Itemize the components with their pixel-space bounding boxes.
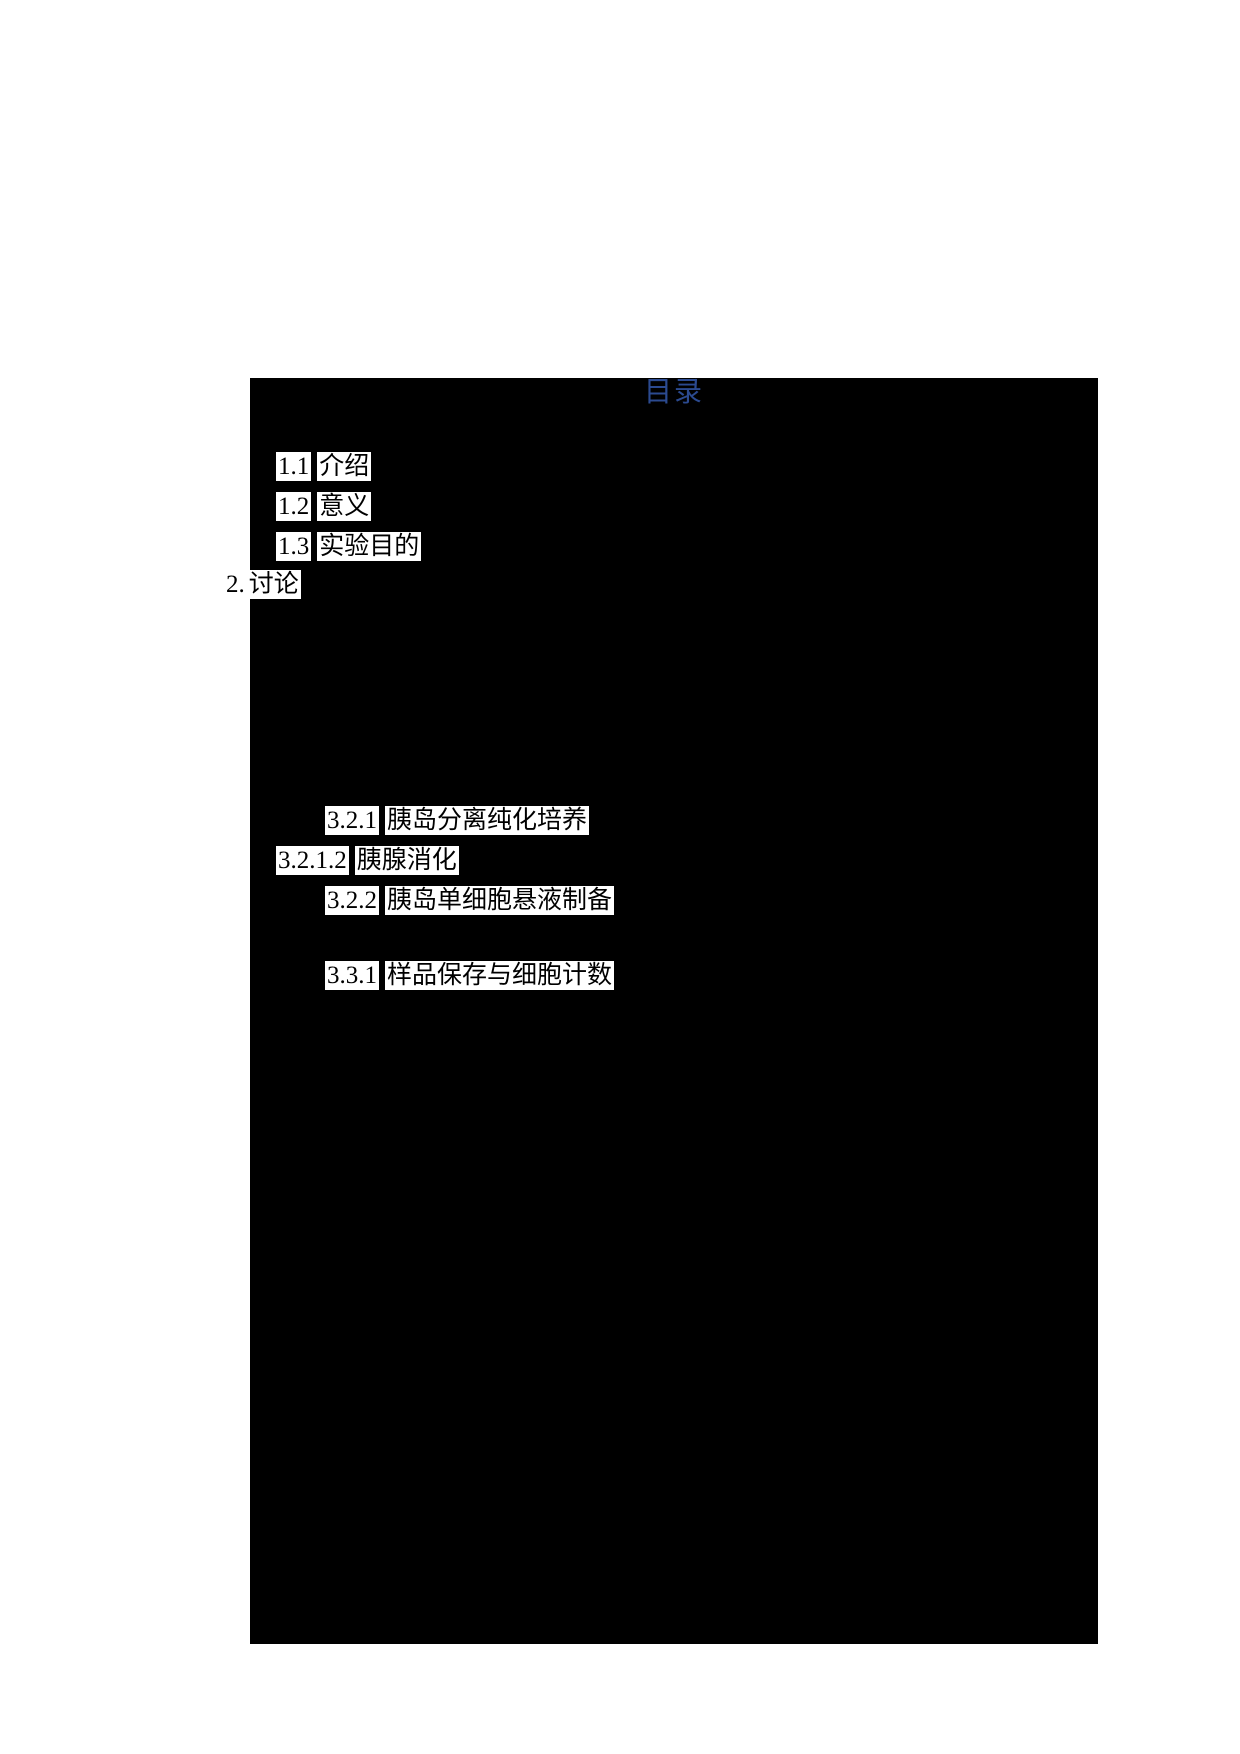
toc-entry-number: 1.2 [276,492,312,521]
toc-entry-3-2-1-2[interactable]: 3.2.1.2 胰腺消化 [276,846,459,875]
toc-entry-1-1[interactable]: 1.1 介绍 [276,452,372,481]
toc-entry-3-2-2[interactable]: 3.2.2 胰岛单细胞悬液制备 [325,886,615,915]
toc-entry-3-2-1[interactable]: 3.2.1 胰岛分离纯化培养 [325,806,590,835]
toc-entry-label: 胰岛分离纯化培养 [385,806,590,835]
toc-entry-number: 3.2.1 [325,806,379,835]
toc-entry-label: 胰岛单细胞悬液制备 [385,886,615,915]
toc-entry-number: 2. [224,570,247,599]
toc-entry-label: 意义 [317,492,372,521]
toc-entry-label: 胰腺消化 [354,846,459,875]
toc-entry-1-3[interactable]: 1.3 实验目的 [276,532,422,561]
toc-entry-label: 讨论 [246,570,301,599]
toc-entry-label: 样品保存与细胞计数 [385,961,615,990]
toc-entry-number: 1.3 [276,532,312,561]
toc-entry-label: 实验目的 [317,532,422,561]
toc-entry-2[interactable]: 2. 讨论 [224,570,301,599]
toc-title: 目录 [643,377,704,408]
toc-entry-number: 1.1 [276,452,312,481]
toc-entry-number: 3.3.1 [325,961,379,990]
toc-entry-label: 介绍 [317,452,372,481]
toc-entry-number: 3.2.1.2 [276,846,349,875]
toc-entry-3-3-1[interactable]: 3.3.1 样品保存与细胞计数 [325,961,615,990]
toc-entry-1-2[interactable]: 1.2 意义 [276,492,372,521]
toc-entry-number: 3.2.2 [325,886,379,915]
document-content-area [250,378,1098,1644]
